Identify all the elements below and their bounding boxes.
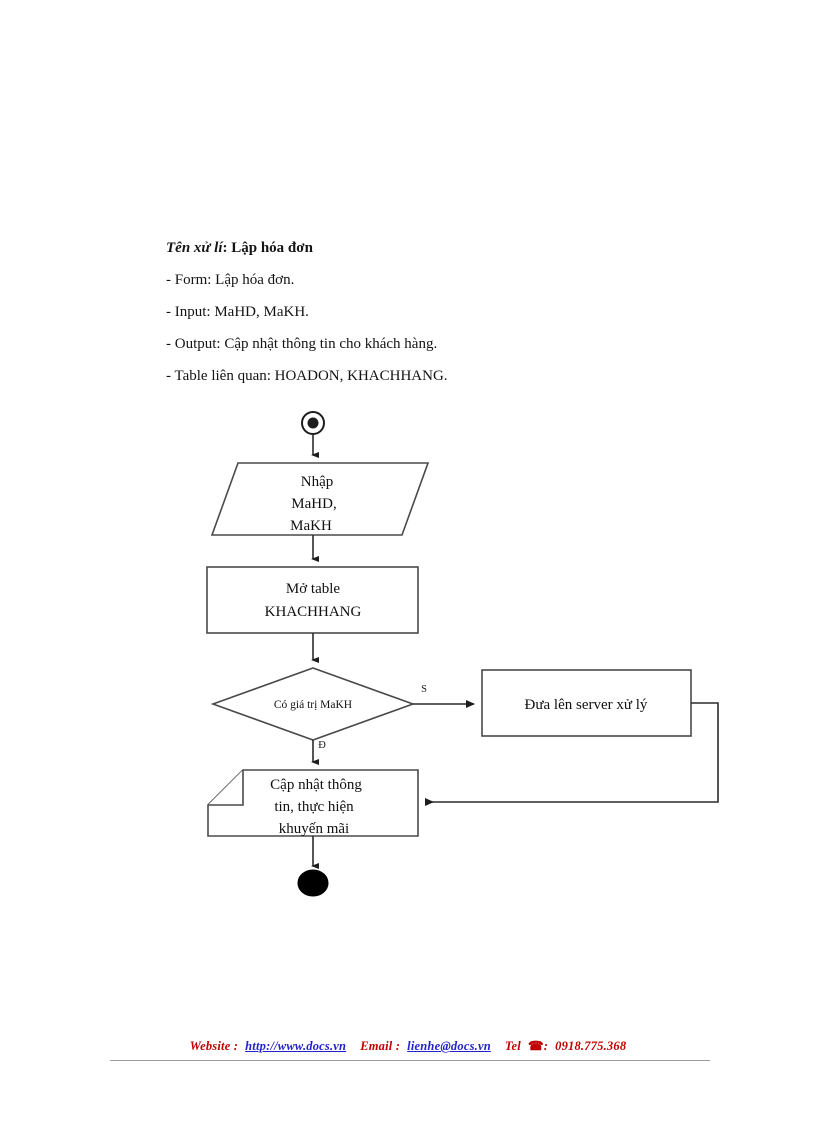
footer-website-label: Website : [189,1039,239,1053]
footer-tel-number: 0918.775.368 [555,1039,627,1053]
update-node-label-line2: tin, thực hiện [274,799,354,815]
detail-line-input: - Input: MaHD, MaKH. [166,304,309,320]
open-table-node [206,566,419,634]
update-node-label-line1: Cập nhật thông [270,777,362,793]
process-heading-value: Lập hóa đơn [231,240,313,256]
input-node-label-line2: MaHD, [291,496,336,512]
footer-tel-label: Tel [504,1039,521,1053]
process-heading-label: Tên xử lí [166,240,223,256]
end-terminator [297,869,329,897]
input-node-label-line3: MaKH [290,518,332,534]
server-node-label: Đưa lên server xử lý [525,697,648,713]
page-footer: Website : http://www.docs.vn Email : lienhe… [0,1038,816,1054]
open-table-label-line2: KHACHHANG [265,604,362,620]
input-node-label-line1: Nhập [301,474,334,490]
footer-website-link[interactable]: http://www.docs.vn [245,1039,347,1053]
server-node [481,669,692,737]
process-description-block: Tên xử lí: Lập hóa đơn - Form: Lập hóa đ… [166,232,646,392]
footer-email-link[interactable]: lienhe@docs.vn [407,1039,491,1053]
phone-icon: ☎ [527,1039,544,1053]
branch-label-yes: S [421,684,427,695]
input-node [210,462,430,536]
footer-tel-separator: : [543,1039,549,1053]
footer-contact-line: Website : http://www.docs.vn Email : lienhe… [0,1038,816,1054]
decision-node-label: Có giá trị MaKH [274,699,352,711]
open-table-label-line1: Mở table [286,581,341,597]
footer-email-label: Email : [360,1039,401,1053]
process-heading-separator: : [222,240,232,256]
update-node-fold [208,770,244,806]
detail-line-tables: - Table liên quan: HOADON, KHACHHANG. [166,368,448,384]
connector-server-return-to-update [425,702,719,806]
detail-line-form: - Form: Lập hóa đơn. [166,272,295,288]
footer-divider [110,1060,710,1061]
start-terminator [301,411,325,435]
process-heading: Tên xử lí: Lập hóa đơn [166,232,646,264]
update-node-label-line3: khuyến mãi [279,821,349,837]
flowchart-diagram: Nhập MaHD, MaKH Mở table KHACHHANG Có gi… [206,411,719,897]
branch-label-no: Đ [318,740,326,751]
detail-line-output: - Output: Cập nhật thông tin cho khách h… [166,336,438,352]
